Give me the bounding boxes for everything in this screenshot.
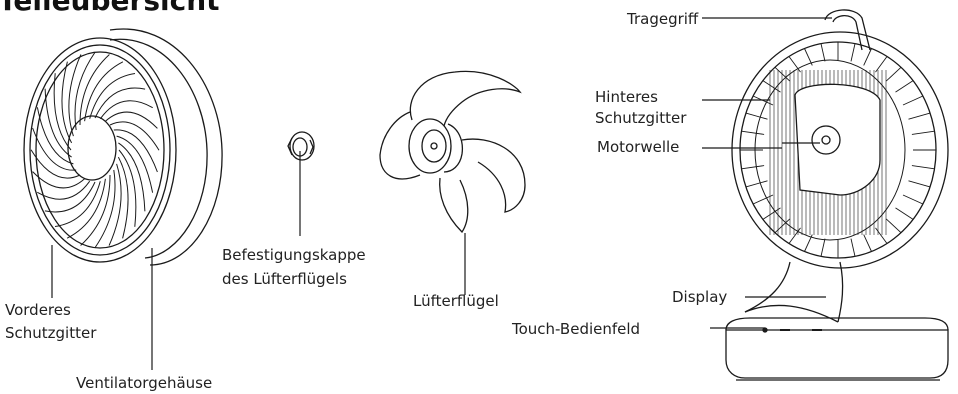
- label-vorderes-1: Vorderes: [5, 299, 71, 321]
- grille-swirl: [69, 54, 81, 136]
- grille-swirl: [100, 101, 152, 119]
- rear-grille-rib: [775, 67, 790, 81]
- rear-grille-rib: [742, 131, 765, 134]
- rear-grille-rib: [896, 208, 914, 220]
- rear-grille-rib: [876, 228, 888, 244]
- rear-grille-rib: [746, 113, 768, 119]
- rear-grille-rib: [876, 57, 888, 73]
- label-befestigung-1: Befestigungskappe: [222, 244, 366, 266]
- label-ventilatorgehaeuse: Ventilatorgehäuse: [76, 372, 212, 394]
- rear-grille-rib: [912, 166, 935, 169]
- grille-swirl: [67, 179, 105, 238]
- rear-grille-rib: [912, 131, 935, 134]
- rear-grille-rib: [805, 235, 813, 252]
- rear-grille-rib: [746, 181, 768, 187]
- rear-grille-rib: [896, 81, 914, 93]
- rear-grille-rib: [742, 166, 765, 169]
- label-luefterfluegel: Lüfterflügel: [413, 290, 499, 312]
- fan-body-drawing: [726, 10, 948, 380]
- label-befestigung-2: des Lüfterflügels: [222, 268, 347, 290]
- rear-grille-rib: [909, 181, 931, 187]
- fan-blade-drawing: [380, 71, 525, 232]
- rear-grille-rib: [903, 195, 923, 204]
- rear-grille-rib: [903, 96, 923, 105]
- label-tragegriff: Tragegriff: [627, 8, 698, 30]
- rear-grille-rib: [864, 235, 872, 252]
- grille-swirl: [118, 157, 128, 238]
- rear-grille-rib: [886, 67, 901, 81]
- label-hinteres-1: Hinteres: [595, 86, 658, 108]
- grille-swirl: [37, 181, 89, 199]
- rear-grille-rib: [909, 113, 931, 119]
- rear-grille-rib: [789, 228, 801, 244]
- label-display: Display: [672, 286, 727, 308]
- label-vorderes-2: Schutzgitter: [5, 322, 96, 344]
- label-motorwelle: Motorwelle: [597, 136, 679, 158]
- rear-grille-rib: [851, 44, 855, 62]
- rear-grille-rib: [886, 219, 901, 233]
- leader-lines: [52, 18, 832, 370]
- fan-housing-drawing: [24, 29, 222, 265]
- rear-grille-rib: [821, 239, 825, 257]
- cap-drawing: [288, 132, 314, 160]
- label-touch-bedienfeld: Touch-Bedienfeld: [512, 318, 640, 340]
- label-hinteres-2: Schutzgitter: [595, 107, 686, 129]
- rear-grille-rib: [821, 44, 825, 62]
- rear-grille-rib: [789, 57, 801, 73]
- grille-swirl: [105, 112, 157, 128]
- grille-swirl: [118, 143, 144, 211]
- rear-grille-rib: [851, 239, 855, 257]
- rear-grille-rib: [775, 219, 790, 233]
- rear-grille-rib: [805, 49, 813, 66]
- grille-swirl: [62, 62, 72, 143]
- grille-swirl: [85, 62, 123, 121]
- grille-swirl: [109, 164, 121, 246]
- rear-grille-rib: [864, 49, 872, 66]
